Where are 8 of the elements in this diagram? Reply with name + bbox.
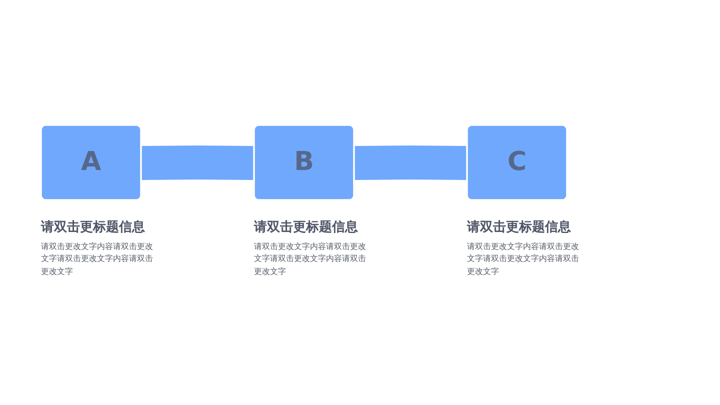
connector <box>141 146 255 180</box>
step-description: 请双击更改文字内容请双击更改文字请双击更改文字内容请双击更改文字 <box>254 240 367 278</box>
step-description: 请双击更改文字内容请双击更改文字请双击更改文字内容请双击更改文字 <box>467 240 580 278</box>
step-title: 请双击更标题信息 <box>254 220 359 237</box>
step-description: 请双击更改文字内容请双击更改文字请双击更改文字内容请双击更改文字 <box>41 240 154 278</box>
step-title: 请双击更标题信息 <box>467 220 572 237</box>
connector <box>354 146 468 180</box>
step-title: 请双击更标题信息 <box>41 220 146 237</box>
